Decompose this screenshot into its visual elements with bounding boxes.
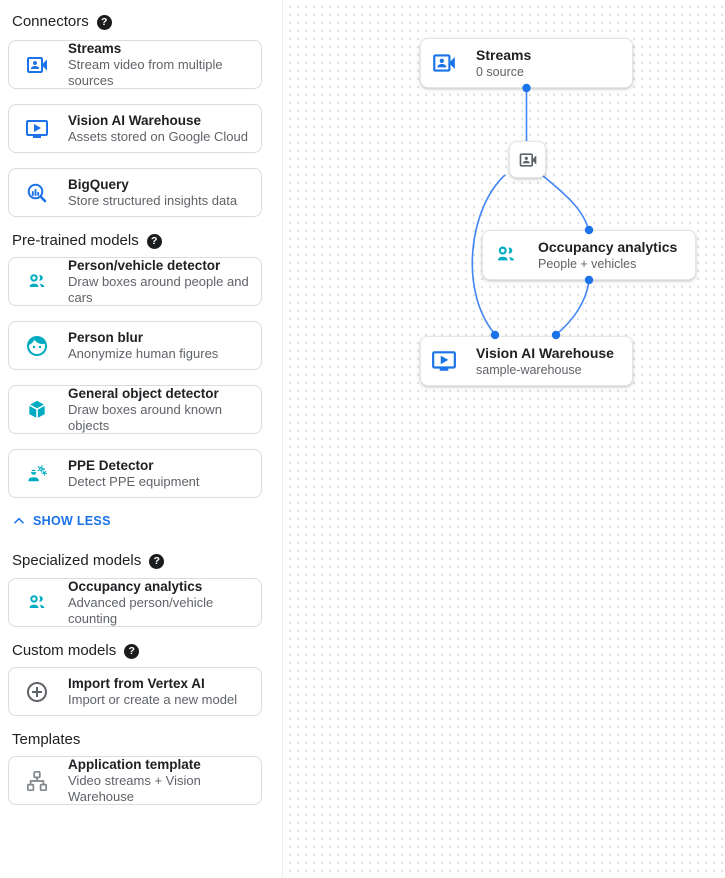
section-title: Pre-trained models: [12, 232, 139, 249]
show-less-label: SHOW LESS: [33, 513, 111, 528]
palette-item-application-template[interactable]: Application template Video streams + Vis…: [8, 756, 262, 805]
section-header-specialized-models: Specialized models ?: [0, 552, 282, 570]
palette-item-title: Occupancy analytics: [68, 579, 203, 594]
help-icon[interactable]: ?: [96, 14, 112, 30]
people-icon: [493, 242, 519, 268]
cube-icon: [25, 398, 49, 422]
palette-item-subtitle: Assets stored on Google Cloud: [68, 129, 248, 144]
palette-item-subtitle: Video streams + Vision Warehouse: [68, 773, 201, 804]
component-palette-sidebar: Connectors ? Streams Stream video from m…: [0, 0, 283, 878]
palette-item-general-object-detector[interactable]: General object detector Draw boxes aroun…: [8, 385, 262, 434]
people-icon: [25, 270, 49, 294]
people-icon: [25, 591, 49, 615]
palette-item-bigquery[interactable]: BigQuery Store structured insights data: [8, 168, 262, 217]
node-subtitle: sample-warehouse: [476, 363, 582, 377]
section-title: Specialized models: [12, 552, 142, 569]
palette-item-title: PPE Detector: [68, 458, 154, 473]
palette-item-title: Vision AI Warehouse: [68, 113, 202, 128]
palette-item-title: Person/vehicle detector: [68, 258, 221, 273]
palette-item-subtitle: Detect PPE equipment: [68, 474, 200, 489]
node-title: Vision AI Warehouse: [476, 345, 614, 361]
palette-item-import-from-vertex-ai[interactable]: Import from Vertex AI Import or create a…: [8, 667, 262, 716]
section-title: Connectors: [12, 13, 89, 30]
node-subtitle: 0 source: [476, 65, 524, 79]
help-icon[interactable]: ?: [124, 643, 140, 659]
palette-item-title: Import from Vertex AI: [68, 676, 205, 691]
edge-source-to-occupancy: [541, 174, 589, 229]
video-camera-icon: [431, 50, 457, 76]
face-icon: [25, 334, 49, 358]
section-header-pretrained-models: Pre-trained models ?: [0, 232, 282, 250]
help-icon[interactable]: ?: [149, 553, 165, 569]
section-header-connectors: Connectors ?: [0, 13, 282, 31]
palette-item-vision-ai-warehouse[interactable]: Vision AI Warehouse Assets stored on Goo…: [8, 104, 262, 153]
palette-item-subtitle: Anonymize human figures: [68, 346, 219, 361]
palette-item-title: Streams: [68, 41, 122, 56]
smart-display-icon: [431, 348, 457, 374]
palette-item-ppe-detector[interactable]: PPE Detector Detect PPE equipment: [8, 449, 262, 498]
node-vision-ai-warehouse[interactable]: Vision AI Warehouse sample-warehouse: [420, 336, 633, 386]
palette-item-occupancy-analytics[interactable]: Occupancy analytics Advanced person/vehi…: [8, 578, 262, 627]
palette-item-subtitle: Stream video from multiple sources: [68, 57, 223, 88]
video-camera-icon: [518, 150, 538, 170]
node-occupancy-analytics[interactable]: Occupancy analytics People + vehicles: [482, 230, 696, 280]
palette-item-title: BigQuery: [68, 177, 129, 192]
video-camera-icon: [25, 53, 49, 77]
ppe-icon: [25, 462, 49, 486]
bigquery-icon: [25, 181, 49, 205]
help-icon[interactable]: ?: [146, 233, 162, 249]
palette-item-subtitle: Store structured insights data: [68, 193, 238, 208]
section-header-templates: Templates: [0, 731, 282, 749]
smart-display-icon: [25, 117, 49, 141]
schema-icon: [25, 769, 49, 793]
node-title: Occupancy analytics: [538, 239, 678, 255]
section-title: Templates: [12, 731, 81, 748]
palette-item-title: Application template: [68, 757, 201, 772]
palette-item-person-blur[interactable]: Person blur Anonymize human figures: [8, 321, 262, 370]
section-title: Custom models: [12, 642, 117, 659]
node-title: Streams: [476, 47, 532, 63]
palette-item-subtitle: Import or create a new model: [68, 692, 238, 707]
node-subtitle: People + vehicles: [538, 257, 637, 271]
palette-item-subtitle: Draw boxes around people and cars: [68, 274, 249, 305]
palette-item-title: General object detector: [68, 386, 219, 401]
palette-item-person-vehicle-detector[interactable]: Person/vehicle detector Draw boxes aroun…: [8, 257, 262, 306]
palette-item-streams[interactable]: Streams Stream video from multiple sourc…: [8, 40, 262, 89]
graph-canvas[interactable]: Streams 0 source Occupancy analytics: [283, 0, 725, 878]
edge-occupancy-to-warehouse: [557, 280, 590, 334]
node-stream-source-mini[interactable]: [509, 141, 546, 178]
palette-item-title: Person blur: [68, 330, 144, 345]
add-circle-icon: [25, 680, 49, 704]
node-streams[interactable]: Streams 0 source: [420, 38, 633, 88]
chevron-up-icon: [14, 517, 24, 524]
edge-source-to-warehouse: [471, 174, 506, 334]
show-less-button[interactable]: SHOW LESS: [0, 513, 282, 528]
palette-item-subtitle: Advanced person/vehicle counting: [68, 595, 214, 626]
graph-edges: [471, 88, 590, 334]
palette-item-subtitle: Draw boxes around known objects: [68, 402, 222, 433]
section-header-custom-models: Custom models ?: [0, 642, 282, 660]
